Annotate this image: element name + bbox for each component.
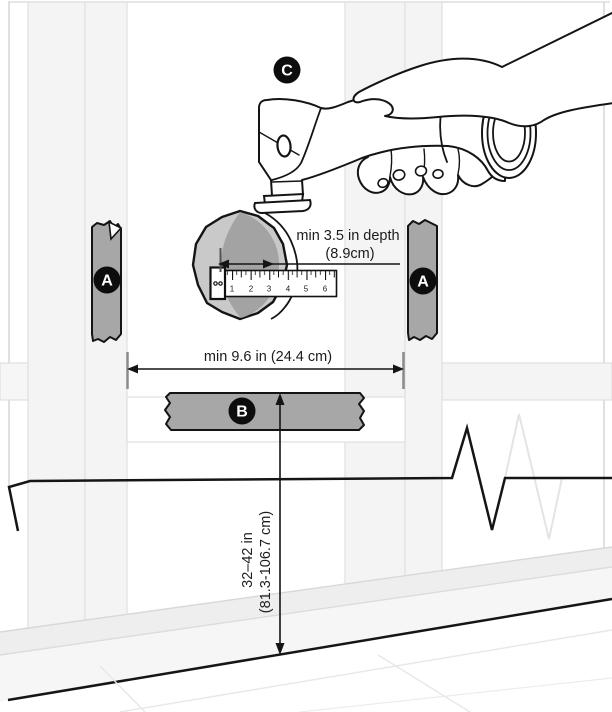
tape-mark-5: 5: [304, 285, 309, 294]
tape-mark-2: 2: [249, 285, 254, 294]
cutout-disc: [191, 209, 299, 321]
callout-a-right-circle: [409, 267, 437, 295]
side-board-a-left-torn-notch: [108, 220, 123, 241]
adapter-flange: [253, 198, 312, 215]
hand-back-and-forearm: [352, 11, 612, 128]
sill-top-face: [0, 547, 612, 655]
tool-button-oval: [276, 134, 292, 158]
tape-mark-6: 6: [323, 285, 328, 294]
tape-mark-3: 3: [267, 285, 272, 294]
callout-a-left: A: [93, 266, 121, 294]
depth-dimension: min 3.5 in depth (8.9cm): [218, 228, 400, 272]
callout-c-letter: C: [281, 63, 293, 80]
blade-adapter: [253, 192, 312, 215]
depth-dim-label-line2: (8.9cm): [325, 246, 374, 262]
floor-tile-line-1: [119, 629, 612, 712]
callout-a-right: A: [409, 267, 437, 295]
ghost-break-zigzag: [504, 413, 563, 540]
height-dim-label-line1: 32–42 in: [240, 532, 256, 588]
callout-b-letter: B: [236, 404, 248, 421]
callout-c: C: [273, 56, 301, 84]
callout-a-left-letter: A: [101, 273, 113, 290]
floor-tile-line-4: [99, 665, 146, 712]
callout-a-left-circle: [93, 266, 121, 294]
right-background-rail: [441, 362, 612, 401]
width-dim-label: min 9.6 in (24.4 cm): [204, 349, 332, 365]
callout-labels: A A B C: [93, 56, 437, 425]
finger-separation-line-3: [457, 148, 461, 175]
fingernail-4: [432, 168, 444, 180]
width-dim-arrowhead-right: [393, 364, 404, 374]
sill-back-edge-line: [0, 546, 612, 633]
height-dim-label-line2: (81.3-106.7 cm): [258, 511, 274, 613]
callout-b-circle: [228, 397, 256, 425]
fingernail-3: [414, 165, 428, 177]
floor-edge-line: [7, 597, 612, 702]
height-dim-arrowhead-up: [275, 393, 285, 405]
tape-measure: 1 2 3 4 5 6: [209, 266, 338, 301]
depth-dim-label-line1: min 3.5 in depth: [296, 228, 399, 244]
callout-c-circle: [273, 56, 301, 84]
fingernail-2: [392, 169, 406, 181]
tape-mark-4: 4: [286, 285, 291, 294]
floor-tile-line-3: [377, 654, 471, 712]
height-dim-arrowhead-down: [275, 643, 285, 655]
tape-hook-rivet-2: [218, 281, 223, 286]
blocking-board-b: [164, 392, 365, 431]
callout-a-right-letter: A: [417, 274, 429, 291]
floor-tile-line-2: [299, 677, 612, 712]
sill-front-top-edge-line: [0, 566, 612, 656]
tool-head-seam: [271, 107, 322, 181]
callout-b: B: [228, 397, 256, 425]
multi-tool-with-hand: [258, 11, 612, 197]
tool-neck-line: [271, 180, 303, 183]
tape-hook-rivet-1: [213, 281, 218, 286]
tape-tick-marks: [214, 271, 336, 296]
width-dimension: min 9.6 in (24.4 cm): [126, 349, 405, 389]
wall-break-line: [7, 423, 612, 532]
sill-front-face: [0, 567, 612, 702]
height-dimension: 32–42 in (81.3-106.7 cm): [240, 393, 285, 655]
width-dim-arrowhead-left: [127, 364, 138, 374]
background-stud-far-left: [27, 1, 86, 629]
depth-dim-arrowhead-left: [218, 259, 229, 269]
left-background-rail: [0, 362, 29, 401]
floor-and-sill: [0, 546, 612, 712]
fingernail-1: [377, 177, 389, 189]
depth-dim-arrowhead-right: [263, 259, 274, 269]
tape-mark-1: 1: [230, 285, 235, 294]
